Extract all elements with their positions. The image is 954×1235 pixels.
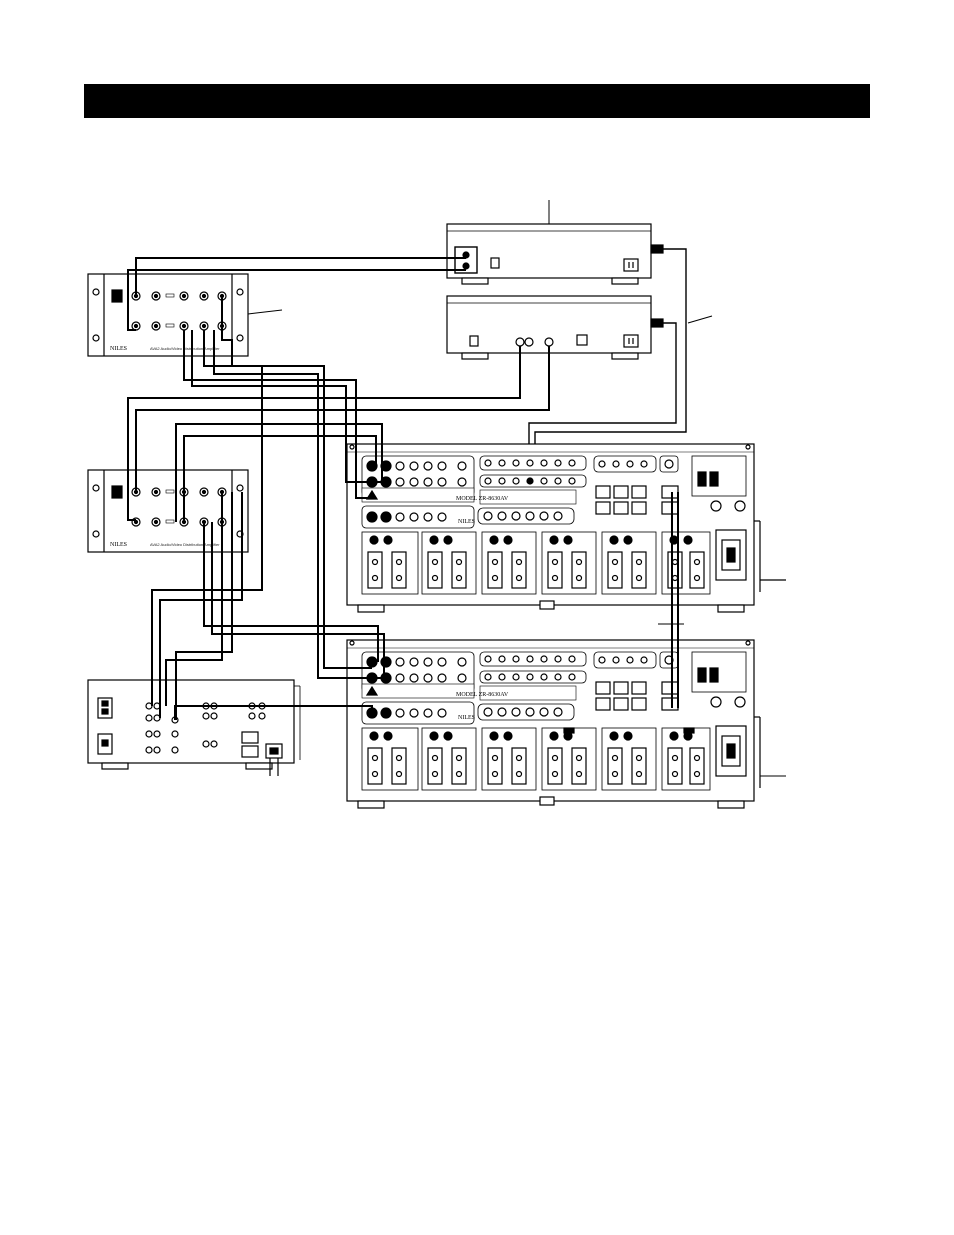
amp-a-caption: AVA2 Audio/Video Distribution Amplifier [150, 346, 220, 351]
switcher-top-brand: NILES [458, 519, 475, 525]
callout-line-amp-a [248, 310, 282, 314]
amp-b-caption: AVA2 Audio/Video Distribution Amplifier [150, 542, 220, 547]
switcher-top-model: MODEL ZR-8630AV [456, 496, 509, 502]
source-component-top [447, 224, 663, 284]
switcher-bottom-brand: NILES [458, 715, 475, 721]
receiver-component [88, 680, 300, 776]
callout-line-control [688, 316, 712, 323]
source-component-middle [447, 296, 663, 359]
switcher-chassis-bottom [347, 640, 760, 808]
amp-b-brand: NILES [110, 542, 127, 548]
distribution-amplifier-b [88, 470, 248, 552]
switcher-bottom-model: MODEL ZR-8630AV [456, 692, 509, 698]
distribution-amplifier-a [88, 274, 248, 356]
switcher-chassis-top [347, 444, 760, 612]
amp-a-brand: NILES [110, 346, 127, 352]
